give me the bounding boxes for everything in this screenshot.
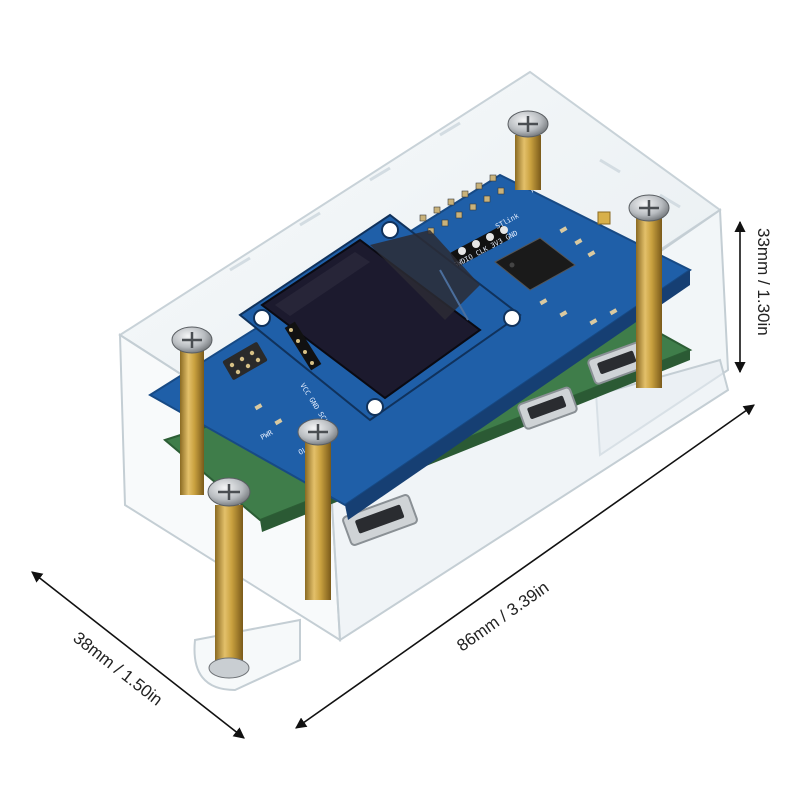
- mcu-chip: [494, 237, 576, 291]
- gpio-header-pins: [419, 174, 505, 235]
- length-label: 86mm / 3.39in: [453, 578, 552, 656]
- oled-display-module: [238, 213, 522, 422]
- oled-pin-header: [284, 321, 322, 371]
- antenna-connector: [597, 211, 611, 225]
- screw-right: [628, 194, 670, 222]
- case-foot-tab: [193, 618, 301, 692]
- screw-left: [171, 326, 213, 354]
- screw-front: [207, 477, 251, 507]
- dimension-height: 33mm / 1.30in: [734, 220, 773, 374]
- screws: [171, 110, 670, 679]
- swd-header: [450, 225, 510, 267]
- height-label: 33mm / 1.30in: [754, 228, 773, 336]
- smd-components: [254, 226, 618, 426]
- standoff-mid: [305, 440, 331, 600]
- oled-screen: [260, 238, 482, 400]
- standoff-right: [636, 218, 662, 388]
- screw-mid: [297, 418, 339, 446]
- left-pin-header: [222, 342, 268, 380]
- screw-back: [507, 110, 549, 138]
- width-label: 38mm / 1.50in: [70, 628, 167, 709]
- standoff-back: [515, 135, 541, 190]
- screw-front-bottom-nut: [208, 657, 250, 679]
- standoff-front: [215, 505, 243, 670]
- standoff-left: [180, 345, 204, 495]
- left-pin-header-pins: [229, 350, 261, 375]
- case-slots: [229, 121, 681, 272]
